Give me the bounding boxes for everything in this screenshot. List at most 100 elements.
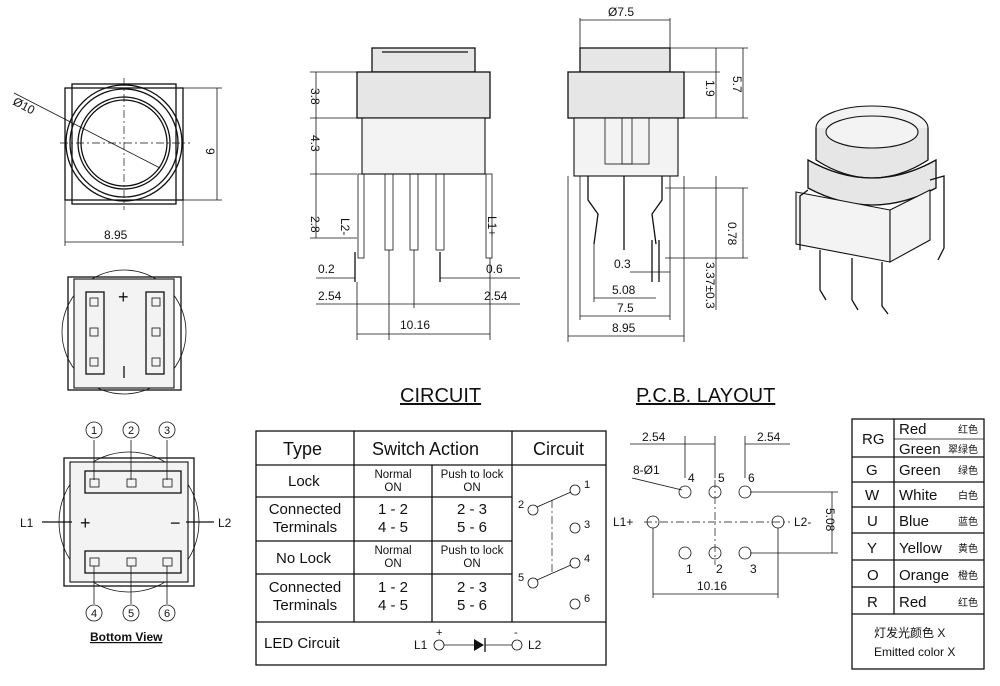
dim-front-h: 9 (203, 148, 217, 155)
color-code-o: O (867, 567, 879, 584)
pcb-pin-2: 2 (716, 562, 723, 576)
color-cn-u: 蓝色 (958, 515, 978, 528)
color-en-rg-green: Green (899, 441, 941, 458)
header-type: Type (283, 439, 322, 459)
pcb-d2: 2.54 (757, 430, 781, 444)
bv-pin-4: 4 (91, 608, 97, 620)
dim-r-19: 1.9 (703, 80, 717, 97)
dim-side-43: 4.3 (308, 135, 322, 152)
led-plus: + (436, 627, 442, 639)
pin-view-plus: + (118, 287, 129, 307)
bv-l1: L1 (20, 516, 34, 530)
pcb-layout: P.C.B. LAYOUT 2.54 2.54 8-Ø1 4 5 6 1 2 3… (613, 385, 838, 598)
dim-r-75: Ø7.5 (608, 5, 634, 19)
color-code-g: G (866, 462, 878, 479)
dim-side-254a: 2.54 (318, 289, 342, 303)
row-nolock-type: No Lock (276, 550, 332, 567)
dim-r-57: 5.7 (730, 76, 744, 93)
pcb-w1016: 10.16 (697, 579, 727, 593)
header-switch-action: Switch Action (372, 439, 479, 459)
dim-side-28: 2.8 (308, 216, 322, 233)
color-cn-rg-green: 翠绿色 (948, 443, 978, 456)
pcb-pin-5: 5 (718, 471, 725, 485)
bv-pin-5: 5 (128, 608, 134, 620)
row-ct2-b-l2: 5 - 6 (457, 597, 487, 614)
circ-pin-6: 6 (584, 593, 590, 605)
dim-side-06: 0.6 (486, 262, 503, 276)
bv-pin-2: 2 (128, 425, 134, 437)
row-nolock-normal-l2: ON (384, 558, 401, 570)
row-ct2-type-l2: Terminals (273, 597, 337, 614)
bottom-view: 1 2 3 4 5 6 L1 L2 + − Bottom View (20, 421, 232, 644)
color-code-y: Y (867, 540, 877, 557)
row-ct2-b-l1: 2 - 3 (457, 579, 487, 596)
row-nolock-push-l1: Push to lock (441, 545, 504, 557)
color-en-r: Red (899, 594, 927, 611)
dim-r-03: 0.3 (614, 257, 631, 271)
row-lock-push-l1: Push to lock (441, 469, 504, 481)
side-view: 3.8 4.3 2.8 L2- L1+ 0.2 0.6 2.54 2.54 10… (308, 47, 520, 340)
row-lock-push-l2: ON (463, 482, 480, 494)
color-table: RG Red 红色 Green 翠绿色 G Green 绿色 W White 白… (851, 418, 985, 670)
dim-side-38: 3.8 (308, 88, 322, 105)
bv-pin-1: 1 (91, 425, 97, 437)
color-code-w: W (865, 487, 880, 504)
label-l2-minus: L2- (338, 218, 352, 235)
color-cn-w: 白色 (958, 489, 978, 502)
color-cn-y: 黄色 (958, 542, 978, 555)
pcb-l1: L1+ (613, 515, 633, 529)
color-en-g: Green (899, 462, 941, 479)
color-footer-cn: 灯发光颜色 X (874, 625, 945, 640)
color-cn-o: 橙色 (958, 569, 978, 582)
row-ct1-type-l1: Connected (269, 501, 342, 518)
dim-side-1016: 10.16 (400, 318, 430, 332)
pcb-pin-3: 3 (750, 562, 757, 576)
row-ct1-type-l2: Terminals (273, 519, 337, 536)
bv-pin-6: 6 (164, 608, 170, 620)
circuit-title: CIRCUIT (400, 385, 481, 407)
dim-r-895: 8.95 (612, 321, 636, 335)
pcb-title: P.C.B. LAYOUT (636, 385, 775, 407)
dim-r-337: 3.37±0.3 (703, 262, 717, 309)
circ-pin-1: 1 (584, 479, 590, 491)
color-cn-r: 红色 (958, 596, 978, 609)
row-ct2-a-l1: 1 - 2 (378, 579, 408, 596)
section-view: Ø7.5 1.9 5.7 0.78 3.37±0.3 0.3 5.08 7.5 … (567, 5, 748, 342)
pcb-pin-6: 6 (748, 471, 755, 485)
circ-pin-3: 3 (584, 519, 590, 531)
pcb-l2: L2- (794, 515, 811, 529)
row-nolock-normal-l1: Normal (374, 545, 411, 557)
label-l1-plus: L1+ (485, 216, 499, 236)
color-cn-g: 绿色 (958, 464, 978, 477)
dim-side-02: 0.2 (318, 262, 335, 276)
bv-plus: + (80, 513, 91, 533)
row-ct1-a-l1: 1 - 2 (378, 501, 408, 518)
color-en-y: Yellow (899, 540, 942, 557)
front-view: Ø10 9 8.95 (11, 78, 222, 246)
bv-pin-3: 3 (164, 425, 170, 437)
circ-pin-5: 5 (518, 572, 524, 584)
color-en-rg-red: Red (899, 421, 927, 438)
color-footer-en: Emitted color X (874, 645, 955, 659)
dim-front-w: 8.95 (104, 228, 128, 242)
dim-front-dia: Ø10 (11, 94, 38, 117)
circ-pin-4: 4 (584, 553, 590, 565)
dim-r-078: 0.78 (725, 222, 739, 246)
row-ct1-a-l2: 4 - 5 (378, 519, 408, 536)
led-l2: L2 (528, 638, 542, 652)
row-ct1-b-l1: 2 - 3 (457, 501, 487, 518)
pin-side-view: + (61, 269, 187, 395)
row-lock-normal-l1: Normal (374, 469, 411, 481)
isometric-view (795, 105, 945, 315)
color-en-u: Blue (899, 513, 929, 530)
bv-l2: L2 (218, 516, 232, 530)
